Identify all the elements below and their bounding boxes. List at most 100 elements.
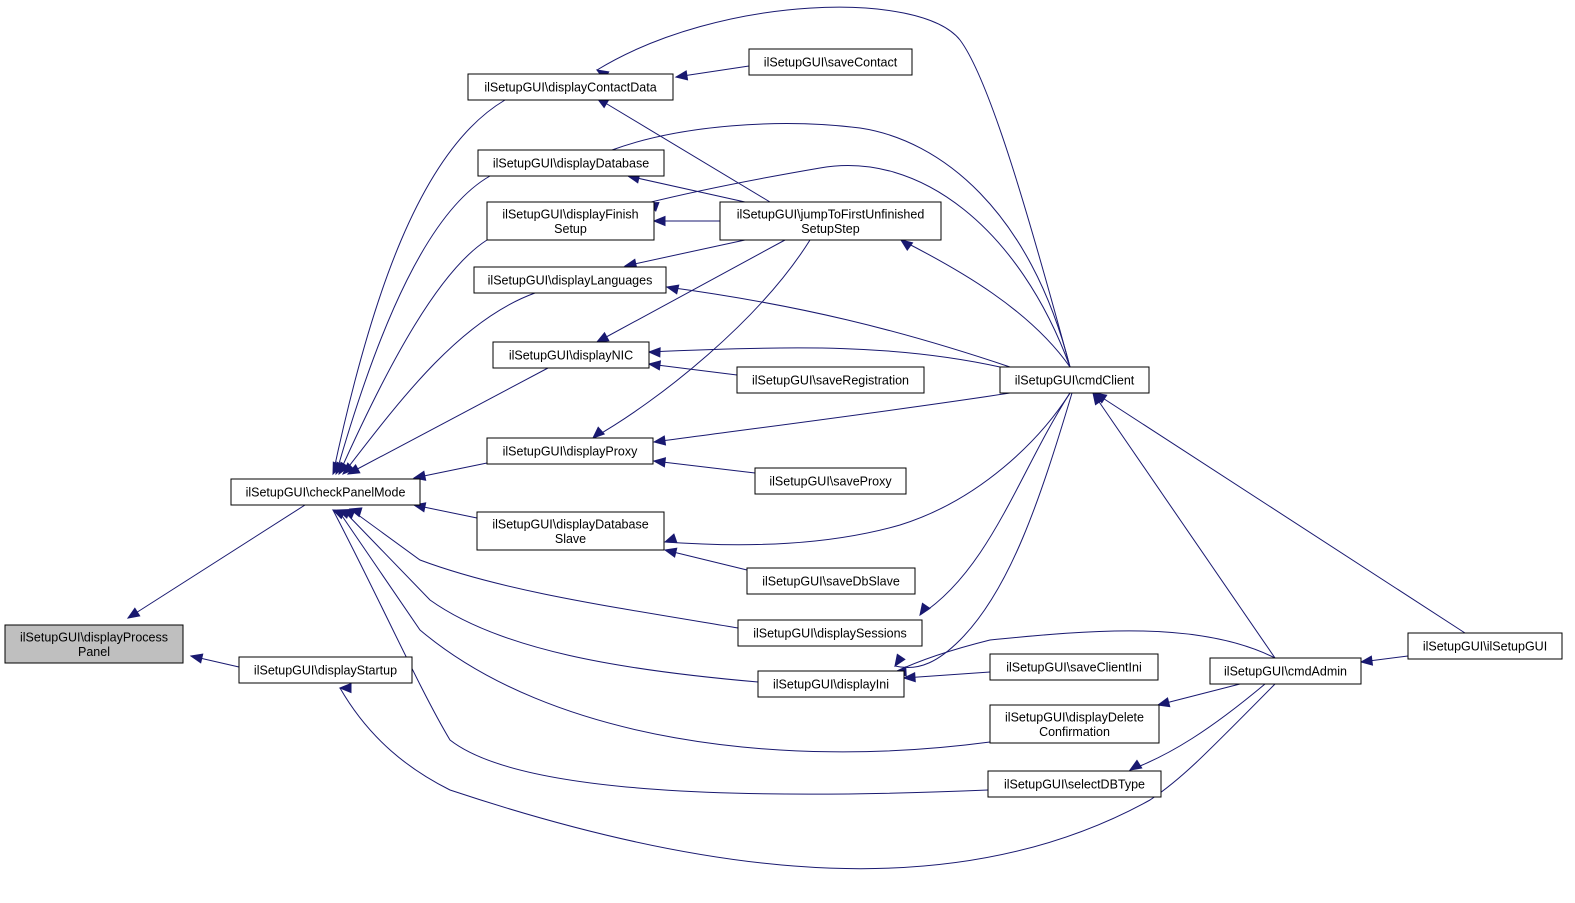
node-svc[interactable]: ilSetupGUI\saveContact: [748, 48, 913, 76]
node-ddb[interactable]: ilSetupGUI\displayDatabase: [477, 149, 665, 177]
arrowhead-cpm-to-dpp: [126, 607, 141, 619]
edge-dpx-to-cpm: [413, 462, 488, 479]
node-dst[interactable]: ilSetupGUI\displayStartup: [238, 656, 413, 684]
node-label: ilSetupGUI\displayProcess: [20, 630, 168, 644]
edge-sdb-to-cpm: [332, 509, 989, 795]
edge-ddc-to-cpm: [337, 509, 991, 753]
node-box: [989, 704, 1160, 744]
node-svci[interactable]: ilSetupGUI\saveClientIni: [989, 653, 1159, 681]
node-cpm[interactable]: ilSetupGUI\checkPanelMode: [230, 478, 421, 506]
edge-svp-to-dpx: [653, 460, 756, 474]
edge-ca-to-din: [894, 630, 1276, 673]
node-label: ilSetupGUI\displayNIC: [509, 349, 633, 363]
node-svd[interactable]: ilSetupGUI\saveDbSlave: [746, 567, 916, 595]
arrowhead-svc-to-dcd: [674, 70, 689, 81]
edge-cc-to-jfu: [900, 239, 1071, 368]
edge-jfu-to-dnic: [596, 239, 786, 343]
node-label: Slave: [555, 532, 586, 546]
arrowhead-cc-to-dse: [919, 602, 931, 617]
arrowhead-dnic-to-cpm: [346, 463, 361, 475]
node-label: ilSetupGUI\displayIni: [773, 678, 889, 692]
arrowhead-svd-to-dds: [663, 547, 678, 558]
node-box: [486, 201, 655, 241]
edge-din-to-cpm: [342, 509, 759, 683]
arrowhead-sdb-to-cpm: [331, 509, 346, 520]
edge-ca-to-cc: [1092, 392, 1276, 659]
node-svp[interactable]: ilSetupGUI\saveProxy: [754, 467, 907, 495]
node-label: ilSetupGUI\displayProxy: [503, 445, 639, 459]
node-box: [230, 478, 421, 506]
node-label: ilSetupGUI\selectDBType: [1004, 778, 1145, 792]
arrowhead-svci-to-din: [902, 671, 916, 683]
arrowhead-cc-to-dnic: [647, 347, 661, 358]
edge-ddb-to-cpm: [335, 175, 491, 475]
edge-cc-to-dse: [919, 392, 1071, 616]
edge-dla-to-cpm: [342, 292, 536, 475]
node-box: [999, 366, 1150, 394]
edge-cc-to-din: [894, 392, 1073, 668]
node-label: ilSetupGUI\saveClientIni: [1006, 661, 1141, 675]
edge-dcd-to-cpm: [332, 99, 506, 475]
node-box: [473, 266, 667, 294]
arrowhead-ca-to-sdb: [1128, 759, 1143, 771]
edge-ca-to-dst: [339, 683, 1276, 870]
arrowhead-cc-to-dla: [665, 284, 680, 295]
node-box: [467, 73, 674, 101]
edge-svr-to-dnic: [648, 363, 738, 376]
node-box: [748, 48, 913, 76]
node-label: ilSetupGUI\displayDatabase: [492, 517, 648, 531]
edge-dse-to-cpm: [349, 508, 739, 629]
node-label: ilSetupGUI\cmdClient: [1015, 374, 1135, 388]
node-label: ilSetupGUI\displayFinish: [502, 207, 638, 221]
edge-dnic-to-cpm: [347, 367, 549, 475]
arrowhead-jfu-to-dfs: [652, 215, 666, 227]
edge-cc-to-dcd: [596, 6, 1071, 368]
node-label: ilSetupGUI\displayDelete: [1005, 710, 1144, 724]
node-dse[interactable]: ilSetupGUI\displaySessions: [737, 619, 923, 647]
arrowhead-cc-to-dds: [663, 533, 678, 544]
arrowhead-dfs-to-cpm: [338, 461, 350, 476]
arrowhead-dst-to-dpp: [189, 653, 204, 664]
node-svr[interactable]: ilSetupGUI\saveRegistration: [736, 366, 925, 394]
node-isg[interactable]: ilSetupGUI\ilSetupGUI: [1407, 632, 1563, 660]
node-box: [737, 619, 923, 647]
node-sdb[interactable]: ilSetupGUI\selectDBType: [987, 770, 1162, 798]
node-dpx[interactable]: ilSetupGUI\displayProxy: [486, 437, 654, 465]
edge-jfu-to-dcd: [596, 97, 771, 203]
node-box: [486, 437, 654, 465]
arrowhead-isg-to-cc: [1093, 392, 1108, 404]
node-label: ilSetupGUI\displayStartup: [254, 664, 397, 678]
arrowhead-ca-to-dst: [338, 682, 352, 694]
arrowhead-cc-to-din: [894, 653, 906, 668]
arrowhead-ca-to-ddc: [1156, 697, 1171, 708]
edge-ca-to-ddc: [1157, 683, 1241, 706]
node-cc[interactable]: ilSetupGUI\cmdClient: [999, 366, 1150, 394]
node-box: [238, 656, 413, 684]
nodes-layer: ilSetupGUI\displayProcessPanelilSetupGUI…: [4, 48, 1563, 798]
arrowhead-cc-to-jfu: [899, 239, 914, 251]
edge-cc-to-dnic: [648, 347, 1001, 368]
arrowhead-isg-to-ca: [1359, 655, 1374, 666]
node-din[interactable]: ilSetupGUI\displayIni: [757, 670, 905, 698]
arrowhead-jfu-to-dnic: [595, 331, 610, 343]
node-box: [754, 467, 907, 495]
node-box: [492, 341, 650, 369]
node-dcd[interactable]: ilSetupGUI\displayContactData: [467, 73, 674, 101]
node-box: [746, 567, 916, 595]
arrowhead-jfu-to-dpx: [592, 426, 606, 439]
node-box: [1209, 657, 1362, 685]
node-dnic[interactable]: ilSetupGUI\displayNIC: [492, 341, 650, 369]
node-jfu[interactable]: ilSetupGUI\jumpToFirstUnfinishedSetupSte…: [719, 201, 942, 241]
arrowhead-cc-to-dpx: [652, 435, 667, 446]
edge-cc-to-ddb: [611, 123, 1071, 368]
node-label: SetupStep: [801, 222, 859, 236]
node-box: [1407, 632, 1563, 660]
arrowhead-svp-to-dpx: [652, 457, 667, 468]
node-label: ilSetupGUI\saveDbSlave: [762, 575, 900, 589]
node-ca[interactable]: ilSetupGUI\cmdAdmin: [1209, 657, 1362, 685]
node-dla[interactable]: ilSetupGUI\displayLanguages: [473, 266, 667, 294]
